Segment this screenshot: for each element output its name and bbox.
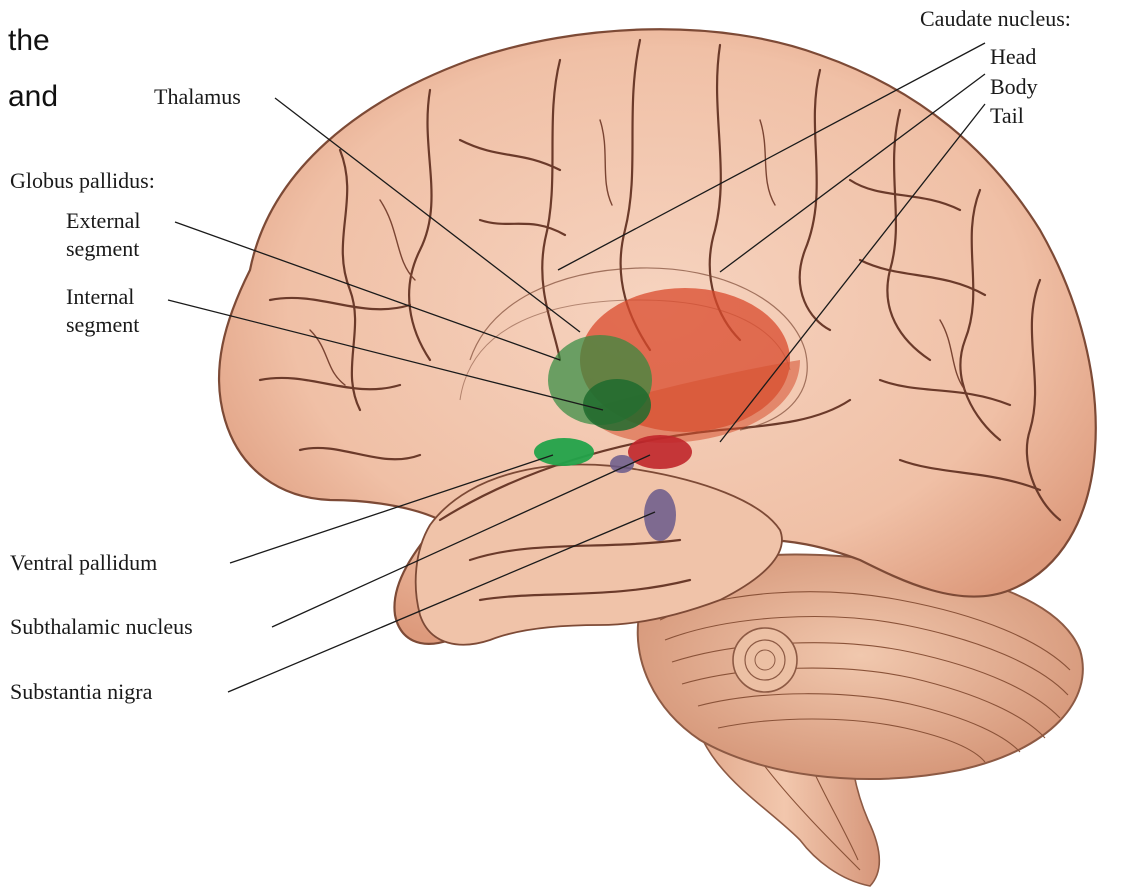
cropped-text-line-2: and <box>8 80 58 113</box>
label-ventral-pallidum: Ventral pallidum <box>10 550 157 575</box>
label-substantia-nigra: Substantia nigra <box>10 679 153 704</box>
cerebellar-vermis-swirl <box>733 628 797 692</box>
label-caudate-nucleus: Caudate nucleus: <box>920 6 1071 31</box>
label-subthalamic-nucleus: Subthalamic nucleus <box>10 614 193 639</box>
label-internal-segment-line2: segment <box>66 312 139 337</box>
label-caudate-tail: Tail <box>990 103 1024 128</box>
label-caudate-body: Body <box>990 74 1038 99</box>
label-thalamus: Thalamus <box>154 84 241 109</box>
cropped-text-line-1: the <box>8 24 50 57</box>
label-globus-pallidus: Globus pallidus: <box>10 168 155 193</box>
subthalamic-nucleus-structure <box>628 435 692 469</box>
globus-pallidus-internal <box>583 379 651 431</box>
label-caudate-head: Head <box>990 44 1036 69</box>
label-internal-segment-line1: Internal <box>66 284 134 309</box>
label-external-segment-line2: segment <box>66 236 139 261</box>
label-external-segment-line1: External <box>66 208 141 233</box>
ventral-pallidum-structure <box>534 438 594 466</box>
